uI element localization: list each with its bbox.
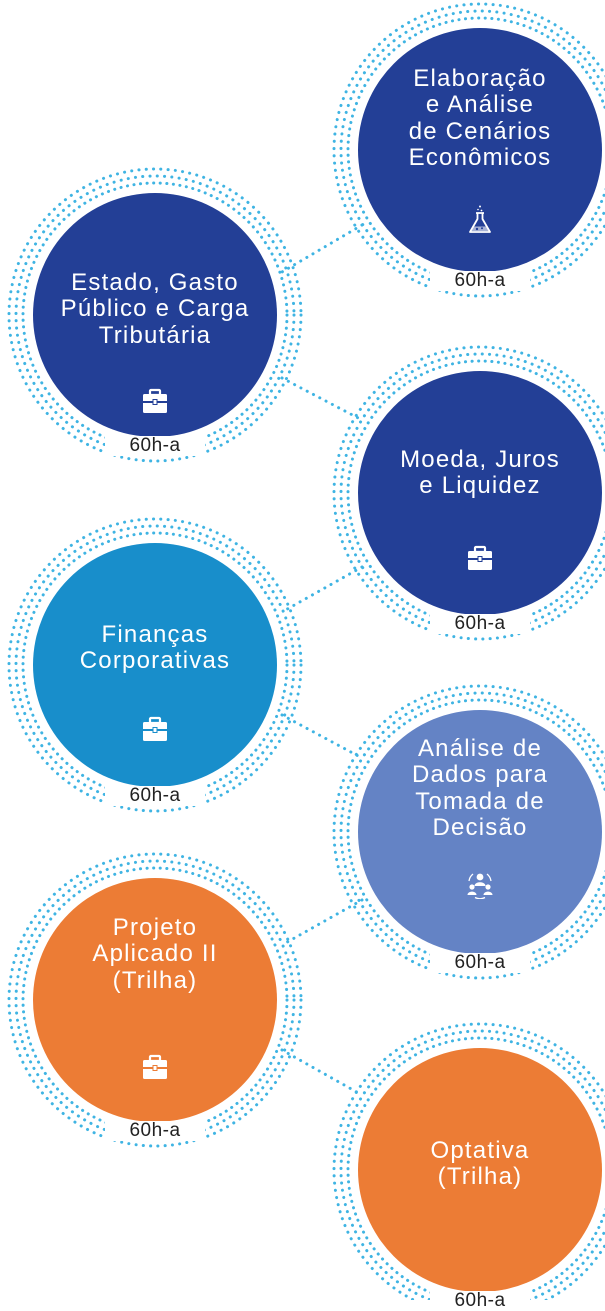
course-7-title: Optativa (Trilha) [430,1137,530,1191]
course-7-disc [358,1048,602,1292]
course-6-ring-3 [7,852,303,1148]
connectors [280,223,364,1097]
course-4-disc [33,543,277,787]
course-2-hours: 60h-a [105,436,205,456]
connector-4-5 [280,713,364,760]
connector-6-7 [280,1048,364,1097]
course-discs [33,28,602,1292]
course-6-ring-1 [21,866,289,1134]
course-3-disc [358,371,602,615]
course-6-hours: 60h-a [105,1121,205,1141]
course-5-title: Análise de Dados para Tomada de Decisão [411,735,549,842]
course-7-ring-3 [332,1022,605,1300]
course-4-title: Finanças Corporativas [79,621,231,675]
connector-3-4 [280,565,364,614]
course-1-ring-1 [346,16,605,284]
course-2-title: Estado, Gasto Público e Carga Tributária [60,269,250,349]
course-2-ring-3 [7,167,303,463]
course-1-hours: 60h-a [430,271,530,291]
course-1-title: Elaboração e Análise de Cenários Econômi… [408,65,552,172]
course-3-hours: 60h-a [430,614,530,634]
briefcase-icon [140,714,170,744]
flask-icon [465,205,495,235]
course-5-ring-1 [346,698,605,966]
course-5-hours: 60h-a [430,953,530,973]
course-5-ring-3 [332,684,605,980]
course-4-hours: 60h-a [105,786,205,806]
team-icon [465,869,495,900]
briefcase-icon [465,543,495,573]
briefcase-icon [140,386,170,416]
course-2-ring-1 [21,181,289,449]
connector-2-3 [280,376,364,422]
course-4-ring-1 [21,531,289,799]
course-4-ring-3 [7,517,303,813]
course-7-ring-1 [346,1036,605,1300]
connector-5-6 [280,898,364,947]
connector-1-2 [280,223,364,274]
course-7-ring-2 [339,1029,605,1300]
course-7-hours: 60h-a [430,1291,530,1311]
course-3-ring-3 [332,345,605,641]
course-5-disc [358,710,602,954]
course-6-title: Projeto Aplicado II (Trilha) [92,914,218,994]
course-3-ring-1 [346,359,605,627]
course-2-disc [33,193,277,437]
course-3-title: Moeda, Juros e Liquidez [400,446,560,500]
briefcase-icon [140,1052,170,1082]
course-6-disc [33,878,277,1122]
course-1-disc [358,28,602,272]
course-1-ring-3 [332,2,605,298]
